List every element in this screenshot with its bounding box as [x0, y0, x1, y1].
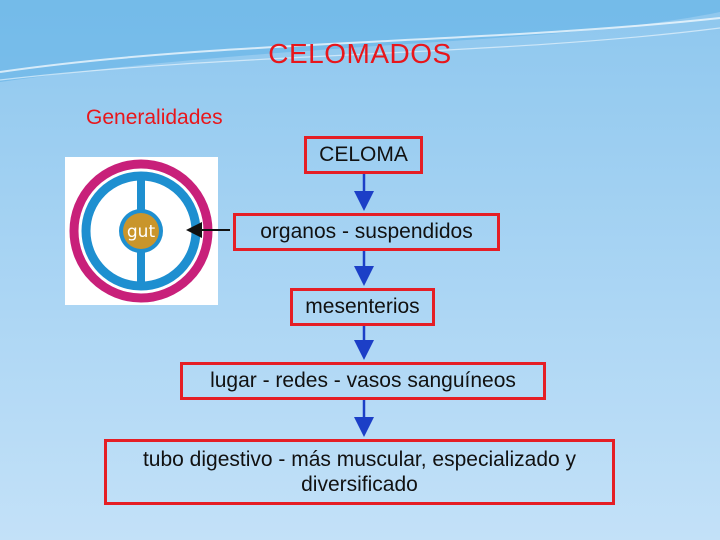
flow-box-mesenterios: mesenterios — [290, 288, 435, 326]
gut-circle — [123, 213, 159, 249]
gut-label: gut — [127, 222, 156, 242]
flow-box-organos-suspendidos: organos - suspendidos — [233, 213, 500, 251]
flow-box-celoma: CELOMA — [304, 136, 423, 174]
dorsal-mesentery — [137, 176, 145, 214]
ventral-mesentery — [137, 248, 145, 286]
header-swoosh — [0, 0, 720, 82]
swoosh-band — [0, 0, 720, 82]
flow-box-tubo-digestivo: tubo digestivo - más muscular, especiali… — [104, 439, 615, 505]
swoosh-line-1 — [0, 17, 720, 73]
flow-box-lugar-redes: lugar - redes - vasos sanguíneos — [180, 362, 546, 400]
swoosh-line-2 — [0, 27, 720, 81]
slide-subtitle: Generalidades — [86, 106, 223, 129]
slide-title: CELOMADOS — [268, 38, 452, 69]
